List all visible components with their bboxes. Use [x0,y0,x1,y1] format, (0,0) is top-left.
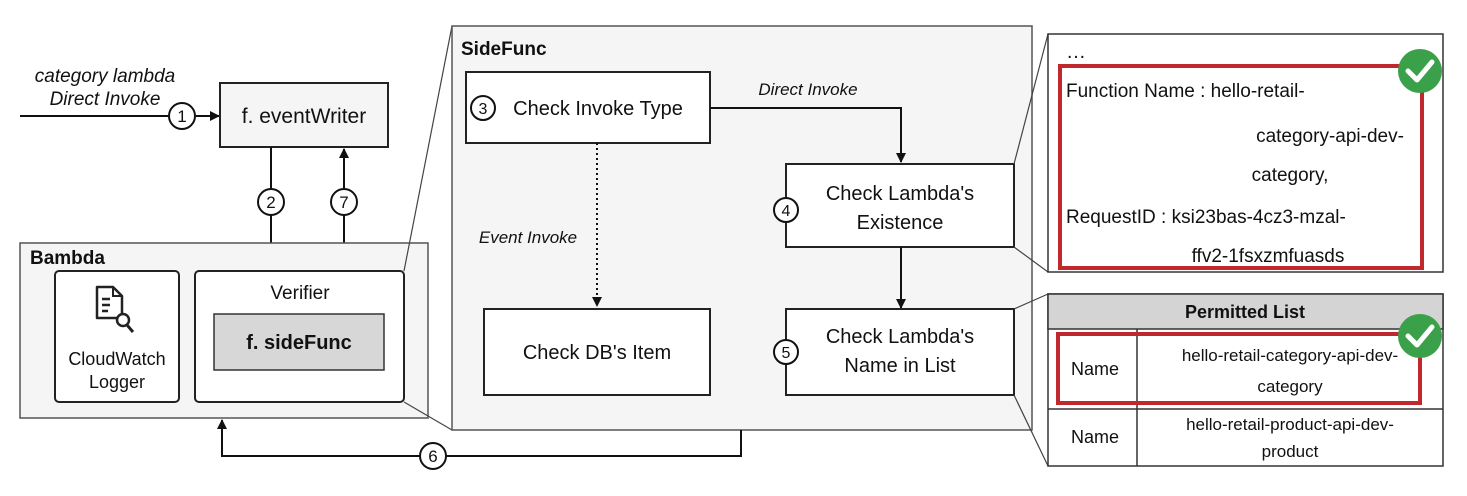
list-row-2-value-line2: product [1262,442,1319,461]
zoom-line-request-top [1013,33,1049,165]
direct-invoke-arrow [710,107,906,163]
check-existence-line2: Existence [857,212,944,234]
check-mark-icon [1398,49,1442,93]
function-name-line2: category-api-dev- [1256,126,1404,147]
check-db-item-box [483,308,711,396]
list-row-1-highlight [1056,332,1422,405]
request-highlight [1058,64,1424,270]
check-mark-icon [1398,314,1442,358]
request-info-box [1047,33,1444,273]
sidefunc-title: SideFunc [461,39,547,60]
svg-text:3: 3 [479,101,488,118]
logger-label-line2: Logger [89,372,145,392]
function-name-line1: Function Name : hello-retail- [1066,81,1305,102]
event-writer-box [219,82,389,148]
event-writer-label: f. eventWriter [242,105,366,128]
bambda-title: Bambda [30,248,105,269]
sidefunc-label: f. sideFunc [246,332,352,354]
sidefunc-box [213,313,385,371]
list-row-1-value-line1: hello-retail-category-api-dev- [1182,346,1398,365]
step-4-marker: 4 [773,197,799,223]
svg-text:2: 2 [266,193,275,212]
step-3-marker: 3 [470,95,496,121]
list-row-1-value-line2: category [1257,377,1323,396]
list-row-2-key: Name [1071,427,1119,447]
event-invoke-label: Event Invoke [479,228,577,247]
step-7-marker: 7 [330,188,358,216]
permitted-list-table [1047,293,1444,467]
svg-text:6: 6 [428,447,437,466]
list-row-1-key: Name [1071,359,1119,379]
input-label-line1: category lambda [35,66,175,87]
check-name-line1: Check Lambda's [826,326,974,348]
check-existence-line1: Check Lambda's [826,183,974,205]
svg-text:5: 5 [782,345,791,362]
step-5-marker: 5 [773,339,799,365]
permitted-list-header-bg [1047,293,1444,330]
return-arrow [217,419,742,457]
check-invoke-type-box [465,71,711,144]
function-name-line3: category, [1252,165,1329,186]
check-name-line2: Name in List [844,355,956,377]
step-2-marker: 2 [257,188,285,216]
verifier-label: Verifier [270,283,330,304]
logger-label-line1: CloudWatch [68,349,165,369]
request-id-line1: RequestID : ksi23bas-4cz3-mzal- [1066,207,1346,228]
permitted-list-header: Permitted List [1185,302,1305,322]
step-6-marker: 6 [419,442,447,470]
direct-invoke-label: Direct Invoke [758,80,857,99]
svg-text:1: 1 [177,107,186,126]
zoom-line-request-bottom [1013,246,1049,273]
zoom-line-bottom [403,401,453,431]
check-existence-box [785,163,1015,248]
document-search-icon [95,285,135,333]
check-db-item-label: Check DB's Item [523,342,671,364]
svg-text:4: 4 [782,203,791,220]
zoom-line-list-top [1013,293,1049,310]
step-1-marker: 1 [168,102,196,130]
svg-text:7: 7 [339,193,348,212]
check-invoke-type-label: Check Invoke Type [513,98,683,120]
input-label-line2: Direct Invoke [50,89,161,110]
list-row-2-value-line1: hello-retail-product-api-dev- [1186,415,1394,434]
cloudwatch-logger-box [54,270,180,403]
request-id-line2: ffv2-1fsxzmfuasds [1192,246,1345,267]
zoom-line-list-bottom [1013,394,1049,467]
request-ellipsis: … [1066,41,1086,63]
check-name-box [785,308,1015,396]
zoom-line-top [403,25,453,272]
